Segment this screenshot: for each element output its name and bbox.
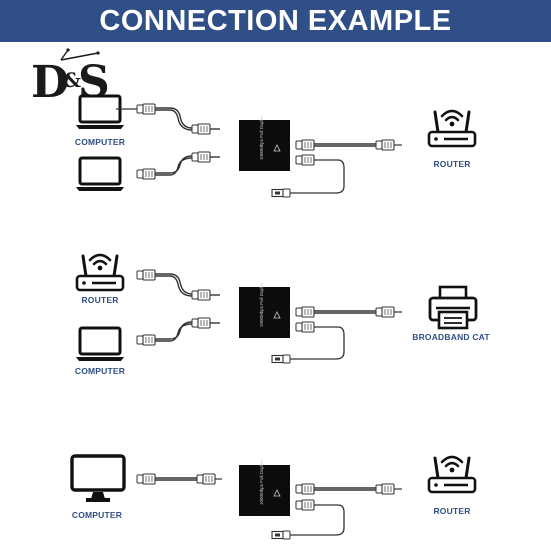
device-label: COMPUTER [75, 137, 125, 147]
usb-plug-icon [271, 530, 291, 540]
splitter-device [239, 287, 290, 338]
laptop-icon [74, 94, 126, 131]
rj45-plug-icon [191, 151, 211, 163]
device-label: ROUTER [433, 506, 470, 516]
rj45-plug-icon [136, 168, 156, 180]
rj45-plug-icon [191, 123, 211, 135]
rj45-plug-icon [136, 334, 156, 346]
device-label: COMPUTER [72, 510, 122, 520]
usb-plug-icon [271, 188, 291, 198]
splitter-device [239, 120, 290, 171]
device-label: ROUTER [81, 295, 118, 305]
connection-row-2: ROUTER COMPUTER 1000Mbps Full Duplex BRO… [74, 253, 490, 376]
logo-letter-d: D [31, 57, 69, 108]
usb-plug-icon [271, 354, 291, 364]
monitor-icon [70, 454, 126, 504]
splitter-device [239, 465, 290, 516]
header-bar [0, 0, 551, 42]
rj45-plug-icon [136, 473, 156, 485]
rj45-plug-icon [375, 139, 395, 151]
rj45-plug-icon [295, 154, 315, 166]
rj45-plug-icon [191, 289, 211, 301]
router-icon [427, 455, 477, 494]
router-icon [75, 253, 125, 292]
rj45-plug-icon [375, 306, 395, 318]
rj45-plug-icon [295, 321, 315, 333]
logo-ampersand: & [63, 68, 81, 92]
printer-icon [428, 285, 478, 330]
connection-row-3: COMPUTER 1000Mbps Full Duplex ROUTER [70, 454, 477, 540]
rj45-plug-icon [191, 317, 211, 329]
page-title: CONNECTION EXAMPLE [99, 5, 452, 37]
brand-logo: D & S [31, 48, 110, 108]
rj45-plug-icon [295, 483, 315, 495]
connection-row-1: COMPUTER 1000Mbps Full Duplex ROUTER [74, 94, 477, 198]
laptop-icon [74, 326, 126, 363]
router-icon [427, 109, 477, 148]
rj45-plug-icon [136, 269, 156, 281]
device-label: ROUTER [433, 159, 470, 169]
device-text: 1000Mbps Full Duplex [259, 281, 264, 327]
rj45-plug-icon [375, 483, 395, 495]
rj45-plug-icon [136, 103, 156, 115]
rj45-plug-icon [295, 306, 315, 318]
laptop-icon [74, 156, 126, 193]
device-label: BROADBAND CAT [412, 332, 490, 342]
rj45-plug-icon [295, 139, 315, 151]
rj45-plug-icon [196, 473, 216, 485]
device-text: 1000Mbps Full Duplex [259, 114, 264, 160]
device-label: COMPUTER [75, 366, 125, 376]
rj45-plug-icon [295, 499, 315, 511]
device-text: 1000Mbps Full Duplex [259, 459, 264, 505]
